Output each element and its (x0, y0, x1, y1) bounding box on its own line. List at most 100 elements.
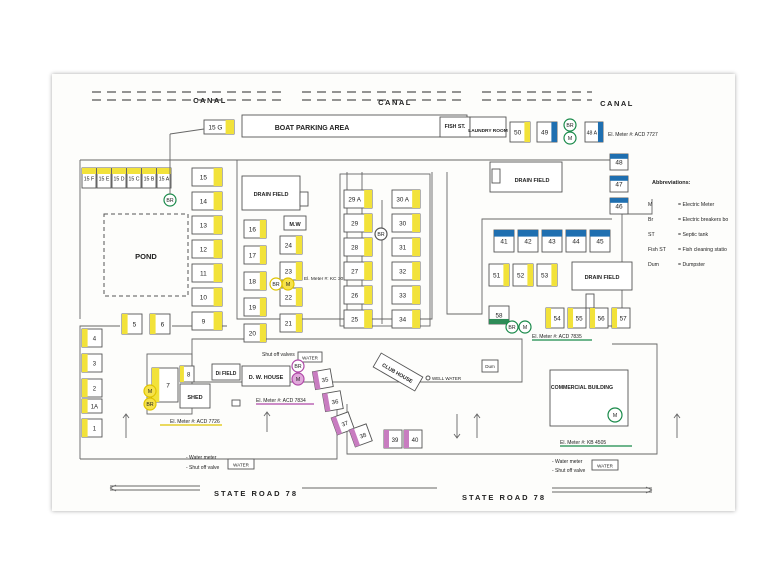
lot-c-26-strip (364, 286, 372, 304)
lot-13-strip (213, 216, 222, 234)
lot-16-strip (259, 220, 266, 238)
canal-label-right: CANAL (600, 99, 634, 108)
lot-15a-strip (157, 168, 171, 174)
lot-c-33-label: 33 (399, 293, 407, 300)
water-box-top-label: WATER (302, 356, 318, 361)
shed (179, 383, 211, 409)
septic-right-top (491, 168, 501, 184)
lot-42-strip (518, 230, 538, 237)
lot-far-1a-strip (82, 399, 88, 413)
lot-57-label: 57 (620, 316, 628, 323)
meter-right (518, 320, 532, 334)
lot-c-30-label: 30 (399, 221, 407, 228)
legend-desc-1: = Electric breakers bo (678, 217, 728, 223)
lot-c-30a-label: 30 A (396, 197, 409, 204)
lot-9-label: 9 (202, 319, 206, 326)
lot-15c-strip (127, 168, 141, 174)
breaker-center (374, 227, 388, 241)
legend-desc-0: = Electric Meter (678, 202, 714, 208)
di-field (211, 363, 241, 381)
lot-c-29-strip (364, 214, 372, 232)
lot-far-4-strip (82, 329, 88, 347)
lot-5-label: 5 (133, 322, 137, 329)
lot-44-strip (566, 230, 586, 237)
road-label-left: STATE ROAD 78 (214, 489, 298, 498)
lot-far-2-label: 2 (93, 387, 97, 393)
lot-40-label: 40 (412, 438, 419, 444)
lot-19-strip (259, 298, 266, 316)
lot-46-label: 46 (615, 204, 623, 211)
well-water-label: WELL WATER (432, 376, 462, 381)
center-block (339, 173, 431, 327)
lot-20-strip (259, 324, 266, 342)
lot-22-strip (295, 288, 302, 306)
lot-far-1-label: 1 (93, 427, 97, 433)
lot-56-label: 56 (598, 316, 606, 323)
lot-50-label: 50 (514, 130, 522, 137)
dw-small-box (231, 399, 241, 407)
lot-53-label: 53 (541, 273, 549, 280)
lot-15f-label: 15 F (84, 177, 94, 183)
lot-15b-label: 15 B (144, 177, 155, 183)
meter-7726-label: El. Meter #: ACD 7726 (170, 419, 220, 425)
meter-lower-left (143, 384, 157, 398)
laundry-room-box (469, 116, 507, 138)
lot-far-3-label: 3 (93, 362, 97, 368)
water-meter-note-left: - Water meter (186, 455, 217, 461)
lot-c-26-label: 26 (351, 293, 359, 300)
central-road (191, 338, 523, 383)
lot-55-strip (568, 308, 574, 328)
lot-7-label: 7 (166, 383, 170, 390)
lot-11-label: 11 (200, 271, 207, 278)
legend-key-2: ST (648, 232, 655, 238)
water-box-right-label: WATER (597, 464, 613, 469)
well-icon (425, 375, 431, 381)
lot-48-strip (610, 154, 628, 159)
drain-field-middle-label: DRAIN FIELD (254, 192, 289, 198)
breaker-center-label: BR (377, 232, 384, 238)
meter-commercial (607, 407, 623, 423)
lot-c-32-strip (412, 262, 420, 280)
breaker-top-right (563, 118, 577, 132)
canal-label-left: CANAL (193, 96, 227, 105)
drain-field-right-top-label: DRAIN FIELD (515, 178, 550, 184)
shut-off-note-left: - Shut off valve (186, 465, 219, 471)
lot-8-strip (180, 366, 184, 382)
lot-38-label: 38 (359, 432, 368, 440)
lot-15d-strip (112, 168, 126, 174)
meter-7727-label: El. Meter #: ACD 7727 (608, 132, 658, 138)
lot-far-1a-label: 1A (91, 405, 98, 411)
lot-17-label: 17 (249, 253, 257, 260)
lot-22-label: 22 (285, 295, 293, 302)
water-box-right (591, 459, 619, 471)
lot-12-strip (213, 240, 222, 258)
breaker-top-right-label: BR (566, 123, 573, 129)
lot-6-strip (150, 314, 156, 334)
meter-middle (281, 277, 295, 291)
pond-label: POND (135, 252, 157, 261)
dumpster (481, 359, 499, 373)
lot-8-label: 8 (187, 373, 191, 379)
lot-42-label: 42 (524, 239, 532, 246)
lot-15d-label: 15 D (114, 177, 125, 183)
meter-pink-label: M (296, 377, 300, 383)
mw-box (283, 215, 307, 231)
lot-39-label: 39 (392, 438, 399, 444)
lot-diag-group: 35 (311, 368, 334, 391)
lot-24-strip (295, 236, 302, 254)
lot-17-strip (259, 246, 266, 264)
breaker-lower-left-label: BR (146, 402, 153, 408)
lot-56-strip (590, 308, 596, 328)
mw-label: M.W (289, 222, 301, 228)
meter-right-label: M (523, 325, 527, 331)
shutoff-top-label: Shut off valves (262, 352, 295, 358)
club-house (372, 352, 424, 392)
lot-c-34-strip (412, 310, 420, 328)
pond (103, 213, 189, 297)
breaker-left-label: BR (166, 198, 173, 204)
dw-house (241, 365, 291, 387)
lot-c-28-strip (364, 238, 372, 256)
legend-desc-3: = Fish cleaning statio (678, 247, 727, 253)
lot-19-label: 19 (249, 305, 257, 312)
lot-5-strip (122, 314, 128, 334)
